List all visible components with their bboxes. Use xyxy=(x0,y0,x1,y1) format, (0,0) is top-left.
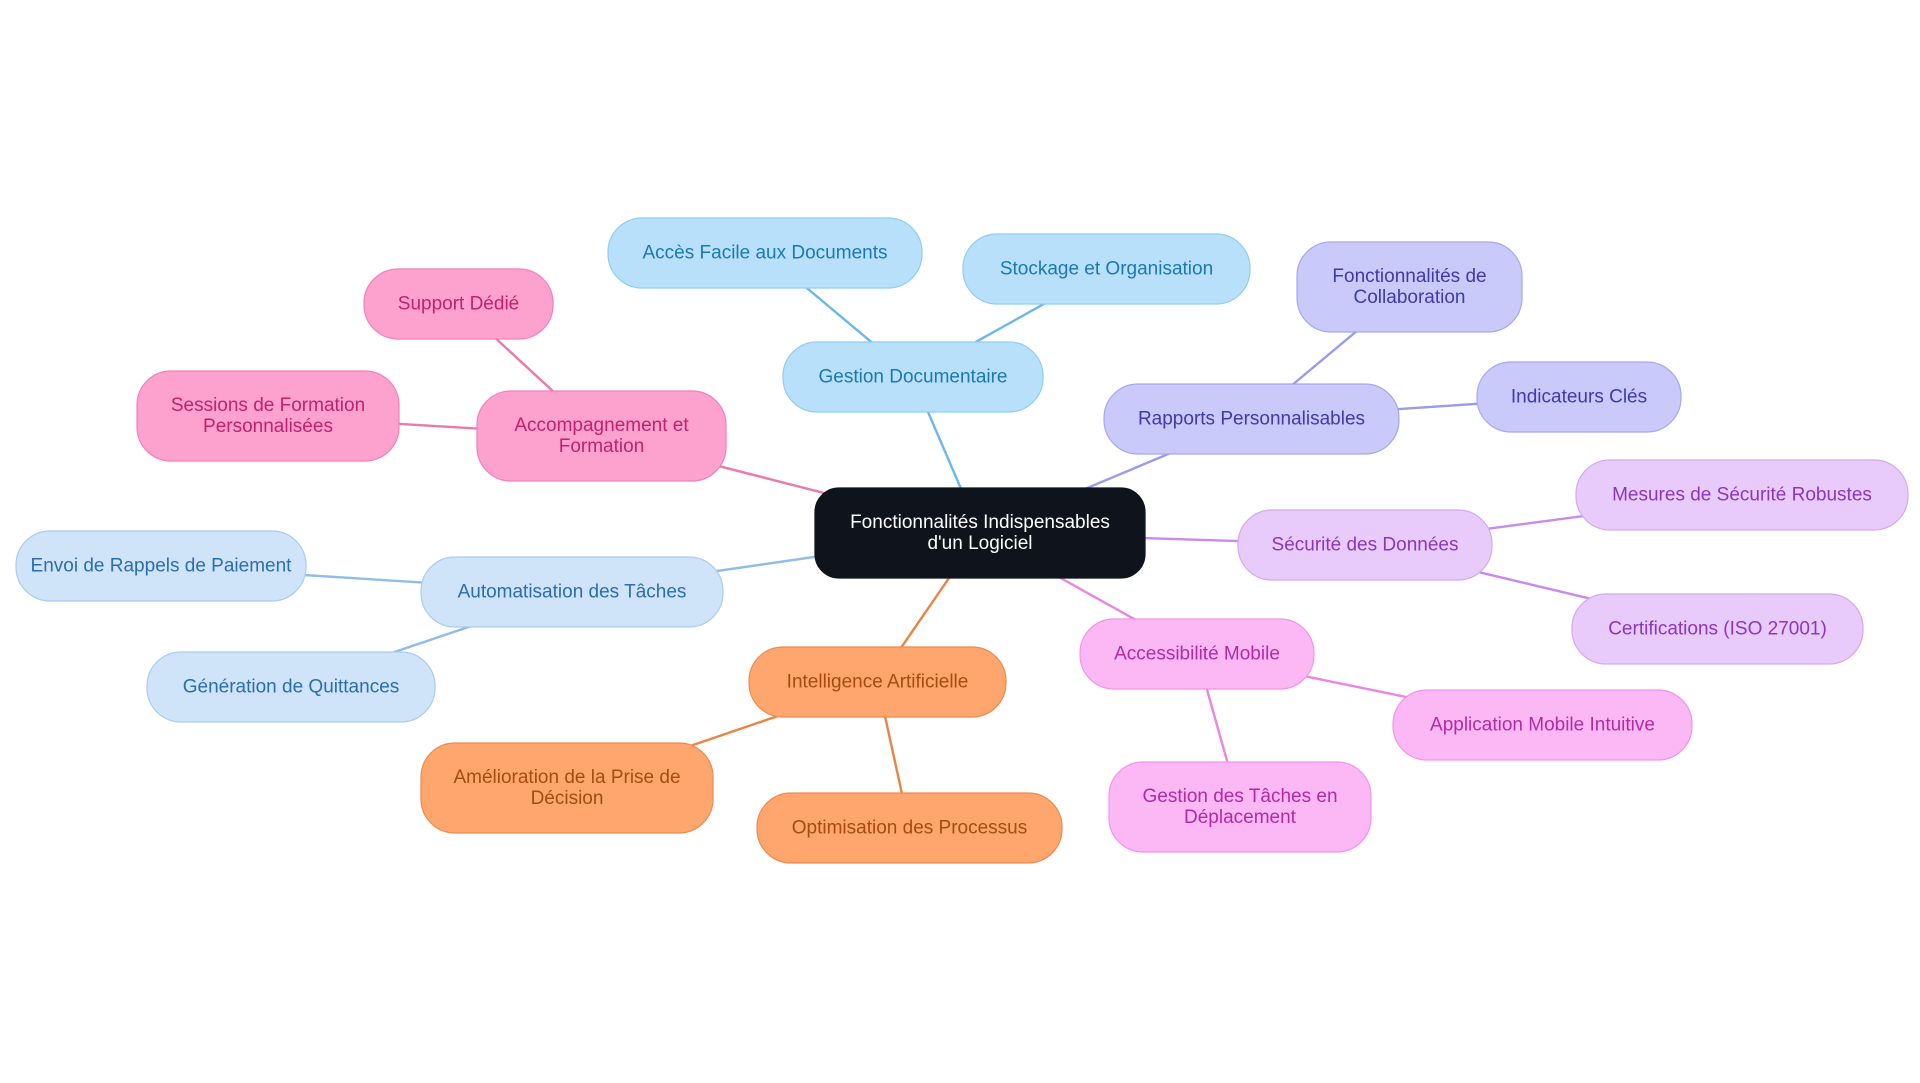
node-box-indicateurs xyxy=(1476,361,1682,433)
node-label-acces-facile: Accès Facile aux Documents xyxy=(643,243,888,264)
node-label-mesures-securite: Mesures de Sécurité Robustes xyxy=(1612,485,1872,506)
node-support-dedie[interactable]: Support Dédié xyxy=(363,268,554,340)
node-certifications[interactable]: Certifications (ISO 27001) xyxy=(1571,593,1864,665)
node-box-accompagnement-formation xyxy=(476,390,727,482)
node-label-root: d'un Logiciel xyxy=(927,533,1032,554)
node-box-quittances xyxy=(146,651,436,723)
node-label-sessions-formation: Personnalisées xyxy=(203,416,333,437)
node-box-rapports-personnalisables xyxy=(1103,383,1400,455)
node-intelligence-artificielle[interactable]: Intelligence Artificielle xyxy=(748,646,1007,718)
node-rapports-personnalisables[interactable]: Rapports Personnalisables xyxy=(1103,383,1400,455)
node-box-sessions-formation xyxy=(136,370,400,462)
node-box-intelligence-artificielle xyxy=(748,646,1007,718)
node-optimisation[interactable]: Optimisation des Processus xyxy=(756,792,1063,864)
node-label-gestion-taches: Gestion des Tâches en xyxy=(1142,786,1337,807)
node-label-stockage: Stockage et Organisation xyxy=(1000,259,1213,280)
node-label-support-dedie: Support Dédié xyxy=(398,294,519,315)
node-box-rappels-paiement xyxy=(15,530,307,602)
node-box-root xyxy=(814,487,1146,579)
node-box-application-mobile xyxy=(1392,689,1693,761)
node-application-mobile[interactable]: Application Mobile Intuitive xyxy=(1392,689,1693,761)
node-securite-donnees[interactable]: Sécurité des Données xyxy=(1237,509,1493,581)
node-label-accompagnement-formation: Accompagnement et xyxy=(514,415,689,436)
node-label-amelioration: Amélioration de la Prise de xyxy=(453,767,680,788)
node-label-accessibilite-mobile: Accessibilité Mobile xyxy=(1114,644,1280,665)
node-label-gestion-documentaire: Gestion Documentaire xyxy=(818,367,1007,388)
node-gestion-documentaire[interactable]: Gestion Documentaire xyxy=(782,341,1044,413)
node-box-accessibilite-mobile xyxy=(1079,618,1315,690)
node-label-gestion-taches: Déplacement xyxy=(1184,807,1297,828)
node-label-rapports-personnalisables: Rapports Personnalisables xyxy=(1138,409,1365,430)
node-label-root: Fonctionnalités Indispensables xyxy=(850,512,1110,533)
node-box-acces-facile xyxy=(607,217,923,289)
node-rappels-paiement[interactable]: Envoi de Rappels de Paiement xyxy=(15,530,307,602)
node-label-automatisation-taches: Automatisation des Tâches xyxy=(458,582,687,603)
node-box-gestion-taches xyxy=(1108,761,1372,853)
node-box-amelioration xyxy=(420,742,714,834)
node-stockage[interactable]: Stockage et Organisation xyxy=(962,233,1251,305)
node-label-collaboration: Fonctionnalités de xyxy=(1332,266,1486,287)
node-label-amelioration: Décision xyxy=(531,788,604,809)
node-quittances[interactable]: Génération de Quittances xyxy=(146,651,436,723)
node-label-quittances: Génération de Quittances xyxy=(183,677,400,698)
node-label-indicateurs: Indicateurs Clés xyxy=(1511,387,1647,408)
node-acces-facile[interactable]: Accès Facile aux Documents xyxy=(607,217,923,289)
node-label-accompagnement-formation: Formation xyxy=(559,436,645,457)
node-label-sessions-formation: Sessions de Formation xyxy=(171,395,365,416)
mind-map-nodes: Gestion Documentaire Accès Facile aux Doc… xyxy=(15,217,1909,864)
node-box-automatisation-taches xyxy=(420,556,724,628)
node-label-collaboration: Collaboration xyxy=(1354,287,1466,308)
node-box-stockage xyxy=(962,233,1251,305)
node-box-optimisation xyxy=(756,792,1063,864)
node-box-collaboration xyxy=(1296,241,1523,333)
node-box-securite-donnees xyxy=(1237,509,1493,581)
node-box-support-dedie xyxy=(363,268,554,340)
node-label-optimisation: Optimisation des Processus xyxy=(792,818,1028,839)
node-box-certifications xyxy=(1571,593,1864,665)
node-label-intelligence-artificielle: Intelligence Artificielle xyxy=(787,672,969,693)
node-label-rappels-paiement: Envoi de Rappels de Paiement xyxy=(31,556,293,577)
node-label-application-mobile: Application Mobile Intuitive xyxy=(1430,715,1655,736)
node-accessibilite-mobile[interactable]: Accessibilité Mobile xyxy=(1079,618,1315,690)
node-box-gestion-documentaire xyxy=(782,341,1044,413)
node-label-securite-donnees: Sécurité des Données xyxy=(1272,535,1459,556)
node-mesures-securite[interactable]: Mesures de Sécurité Robustes xyxy=(1575,459,1909,531)
node-indicateurs[interactable]: Indicateurs Clés xyxy=(1476,361,1682,433)
node-label-certifications: Certifications (ISO 27001) xyxy=(1608,619,1827,640)
node-automatisation-taches[interactable]: Automatisation des Tâches xyxy=(420,556,724,628)
node-box-mesures-securite xyxy=(1575,459,1909,531)
